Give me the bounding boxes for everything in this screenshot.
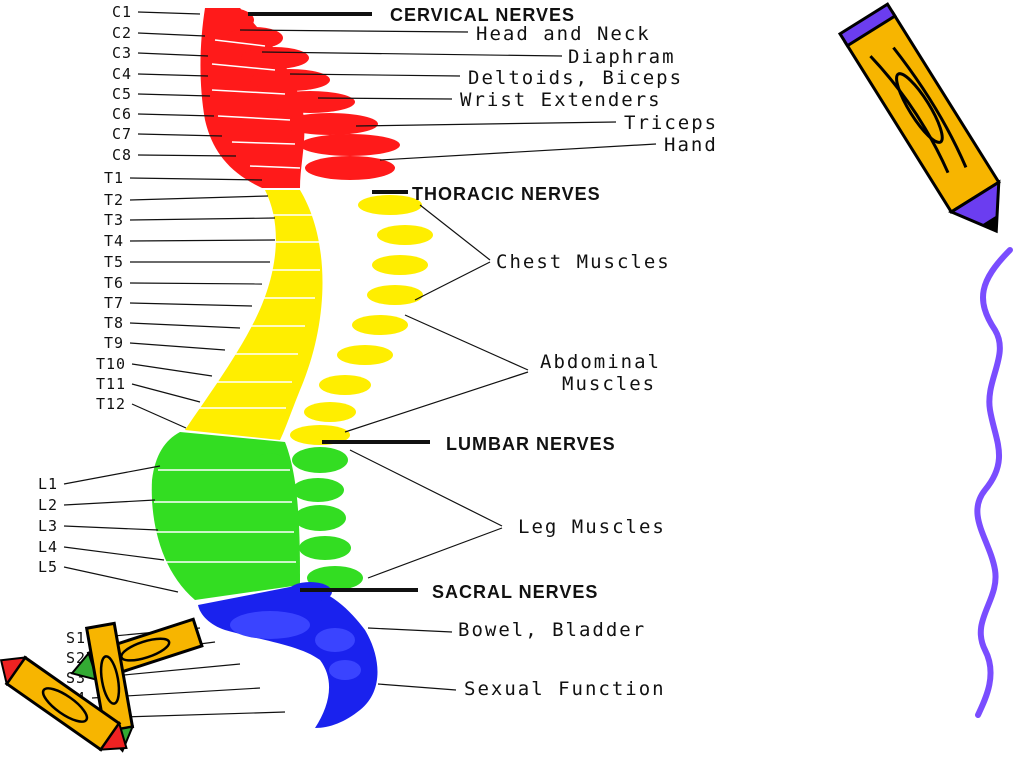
vertebra-leader-c8	[137, 154, 237, 157]
vertebra-label-t2: T2	[104, 191, 124, 209]
vertebra-label-t1: T1	[104, 169, 124, 187]
diaphram-label: Diaphram	[568, 46, 676, 68]
vertebra-leader-c7	[137, 133, 223, 137]
vertebra-leader-l2	[63, 499, 156, 506]
vertebra-leader-l5	[63, 566, 179, 593]
vertebra-leader-t4	[129, 239, 276, 242]
vertebra-leader-c2	[137, 32, 206, 37]
chest-muscles-label: Chest Muscles	[496, 251, 671, 273]
vertebra-leader-l4	[63, 546, 165, 561]
vertebra-label-l2: L2	[38, 496, 58, 514]
spine	[151, 8, 433, 728]
vertebra-label-l1: L1	[38, 475, 58, 493]
vertebra-label-t3: T3	[104, 211, 124, 229]
vertebra-label-t12: T12	[96, 395, 126, 413]
vertebra-leader-c6	[137, 113, 215, 117]
triceps-label: Triceps	[624, 112, 718, 134]
vertebra-label-c3: C3	[112, 44, 132, 62]
vertebra-label-t4: T4	[104, 232, 124, 250]
vertebra-label-t10: T10	[96, 355, 126, 373]
vertebra-label-c2: C2	[112, 24, 132, 42]
bowel-bladder-label: Bowel, Bladder	[458, 619, 646, 641]
vertebra-leader-c4	[137, 73, 209, 77]
vertebra-leader-t12	[131, 403, 187, 429]
vertebra-leader-t7	[129, 302, 253, 307]
vertebra-label-l3: L3	[38, 517, 58, 535]
pencil-icon	[837, 2, 1001, 234]
vertebra-leader-l1	[63, 465, 161, 485]
sacral-nerves-label: SACRAL NERVES	[432, 582, 598, 602]
vertebra-leader-t1	[129, 177, 263, 181]
vertebra-label-c8: C8	[112, 146, 132, 164]
leg-muscles-label: Leg Muscles	[518, 516, 666, 538]
wrist-extenders-label: Wrist Extenders	[460, 89, 662, 111]
abdominal-label-1: Abdominal	[540, 351, 661, 373]
vertebra-leader-t2	[129, 195, 269, 201]
vertebra-leader-c5	[137, 93, 211, 97]
abdominal-label-2: Muscles	[562, 373, 656, 395]
vertebra-label-c7: C7	[112, 125, 132, 143]
vertebra-leader-c1	[137, 11, 201, 15]
lumbar-nerves-label: LUMBAR NERVES	[446, 434, 616, 454]
vertebra-leader-t11	[131, 383, 201, 403]
vertebra-label-c5: C5	[112, 85, 132, 103]
vertebra-label-c1: C1	[112, 3, 132, 21]
crayon-icon	[0, 617, 204, 753]
vertebra-label-t7: T7	[104, 294, 124, 312]
vertebra-leader-t3	[129, 217, 276, 221]
vertebra-label-c4: C4	[112, 65, 132, 83]
vertebra-leader-c3	[137, 52, 209, 57]
function-labels: Head and Neck Diaphram Deltoids, Biceps …	[239, 23, 718, 700]
nerve-headers: CERVICAL NERVES THORACIC NERVES LUMBAR N…	[248, 5, 616, 602]
deltoids-biceps-label: Deltoids, Biceps	[468, 67, 683, 89]
vertebra-label-l5: L5	[38, 558, 58, 576]
thoracic-nerves-label: THORACIC NERVES	[412, 184, 601, 204]
vertebra-leader-t8	[129, 322, 241, 329]
vertebra-label-l4: L4	[38, 538, 58, 556]
vertebra-label-t6: T6	[104, 274, 124, 292]
thoracic-segment	[185, 190, 433, 445]
sacral-segment	[198, 582, 378, 728]
sexual-function-label: Sexual Function	[464, 678, 666, 700]
hand-label: Hand	[664, 134, 718, 156]
vertebra-leader-l3	[63, 525, 159, 531]
vertebra-label-t8: T8	[104, 314, 124, 332]
lumbar-segment	[151, 432, 363, 600]
vertebra-label-t5: T5	[104, 253, 124, 271]
vertebra-leader-t9	[129, 342, 226, 351]
vertebra-leader-t6	[129, 282, 263, 285]
cervical-segment	[200, 8, 400, 188]
vertebra-label-t11: T11	[96, 375, 126, 393]
vertebra-label-s1: S1	[66, 629, 86, 647]
vertebra-label-c6: C6	[112, 105, 132, 123]
squiggle-line	[974, 247, 1013, 718]
vertebra-label-t9: T9	[104, 334, 124, 352]
head-neck-label: Head and Neck	[476, 23, 651, 45]
vertebra-leader-t10	[131, 363, 213, 377]
cervical-nerves-label: CERVICAL NERVES	[390, 5, 575, 25]
